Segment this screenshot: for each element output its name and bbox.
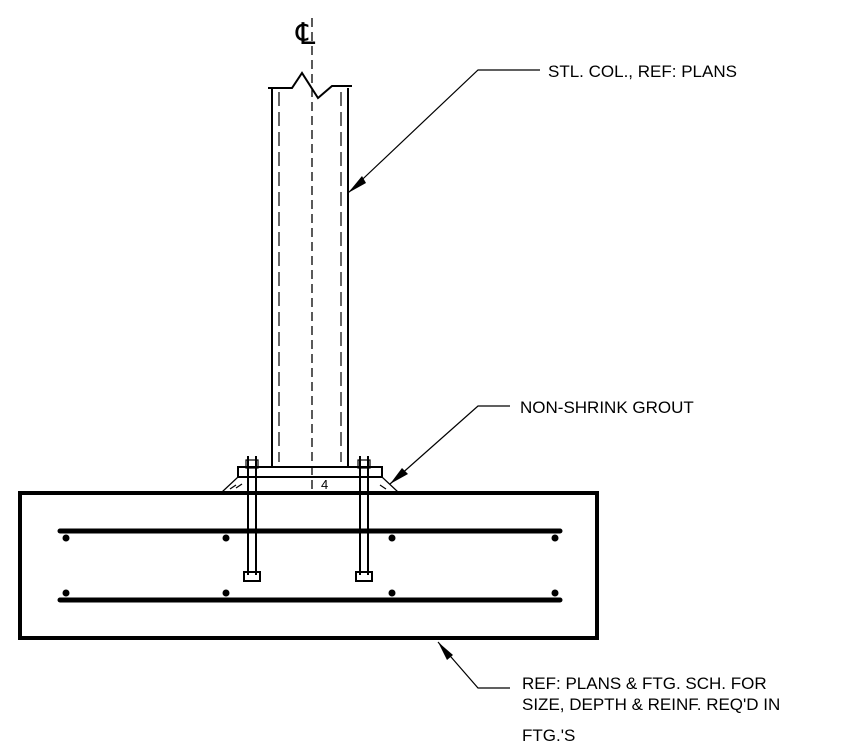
grout-pad — [221, 476, 399, 493]
column-leader — [347, 69, 540, 194]
weld-size-label: 4 — [321, 477, 328, 492]
anchor-bolt-right — [355, 456, 373, 582]
column-note: STL. COL., REF: PLANS — [548, 62, 737, 81]
grout-note: NON-SHRINK GROUT — [520, 398, 694, 417]
footing-note-line-3: FTG.'S — [522, 726, 575, 745]
anchor-bolt-left — [243, 456, 261, 582]
concrete-footing — [18, 491, 599, 640]
centerline-symbol: ℄ — [295, 18, 315, 51]
column-break-line — [268, 71, 352, 100]
grout-leader — [389, 405, 510, 485]
footing-note-line-1: REF: PLANS & FTG. SCH. FOR — [522, 674, 767, 693]
footing-note-line-2: SIZE, DEPTH & REINF. REQ'D IN — [522, 695, 780, 714]
footing-reinforcement — [57, 528, 563, 603]
steel-column — [268, 71, 352, 467]
footing-leader — [437, 641, 510, 689]
